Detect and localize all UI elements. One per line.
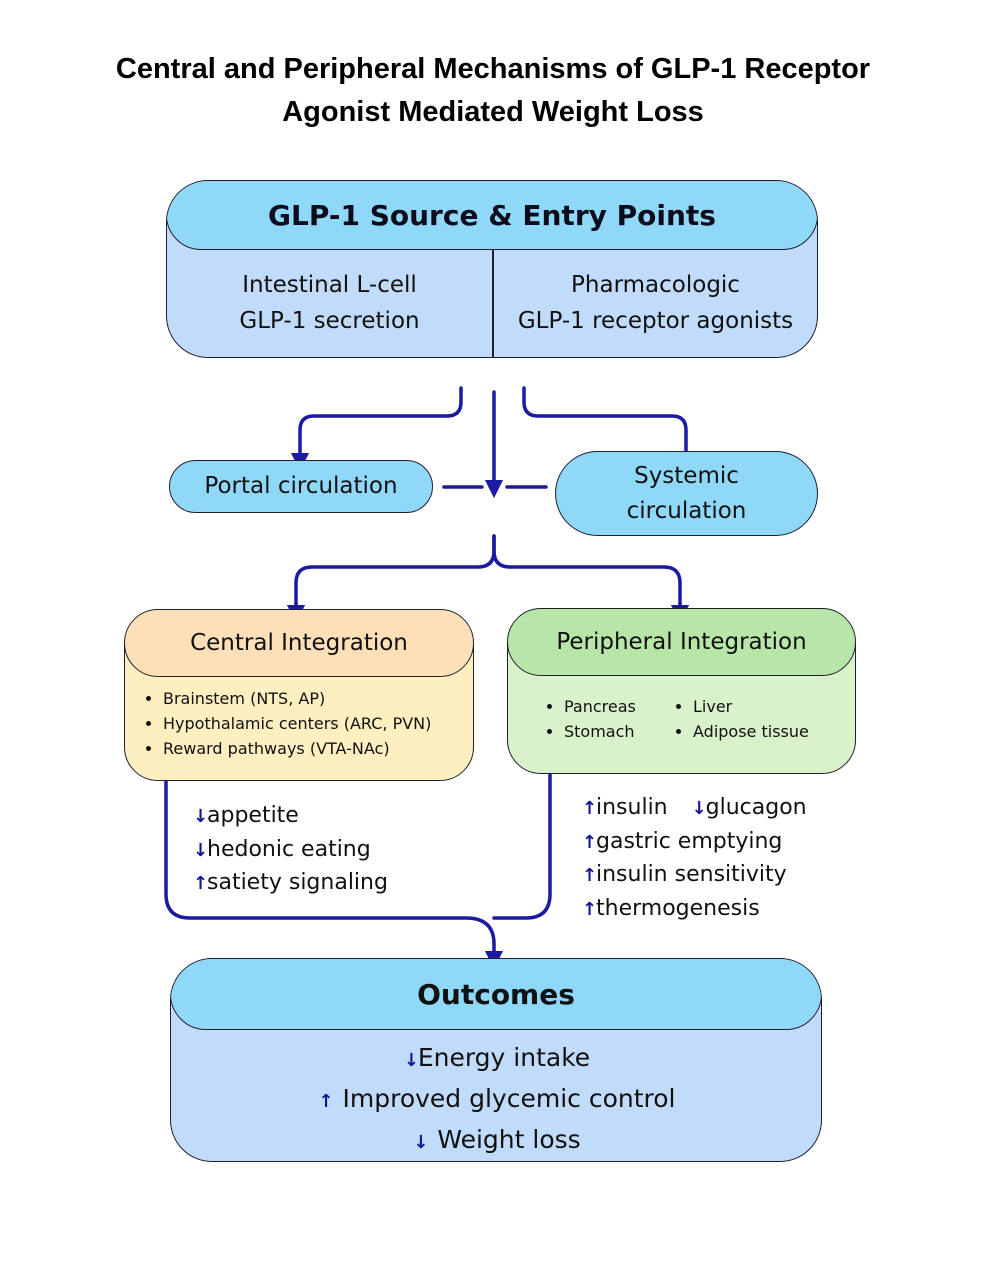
effect-text: insulin <box>596 795 668 820</box>
arrow-down-icon: ↓ <box>193 839 209 861</box>
systemic-circulation-node: Systemic circulation <box>555 451 818 536</box>
outcome-text: Weight loss <box>437 1125 581 1154</box>
diagram-title: Central and Peripheral Mechanisms of GLP… <box>0 48 986 134</box>
central-to-outcomes <box>164 780 504 970</box>
effect-item: ↓appetite <box>193 800 388 834</box>
list-item: Reward pathways (VTA-NAc) <box>163 736 431 761</box>
effect-text: appetite <box>207 803 299 828</box>
list-item: Pancreas <box>564 694 636 719</box>
effect-text: gastric emptying <box>596 828 783 854</box>
portal-label: Portal circulation <box>204 473 398 499</box>
outcome-item: ↓ Weight loss <box>171 1121 821 1161</box>
effect-text: satiety signaling <box>207 870 388 895</box>
effect-item: ↑gastric emptying <box>582 826 807 860</box>
source-pharmacologic: Pharmacologic GLP-1 receptor agonists <box>494 249 817 357</box>
source-left-line-2: GLP-1 secretion <box>239 308 420 334</box>
arrow-up-icon: ↑ <box>582 831 598 853</box>
effect-text: thermogenesis <box>596 895 760 921</box>
effect-item: ↑insulin sensitivity <box>582 859 807 893</box>
list-item: Stomach <box>564 719 636 744</box>
peripheral-to-outcomes <box>492 773 552 920</box>
effect-text: insulin sensitivity <box>596 862 787 887</box>
systemic-line-1: Systemic <box>634 462 739 489</box>
arrow-up-icon: ↑ <box>193 873 209 894</box>
source-box: GLP-1 Source & Entry Points Intestinal L… <box>166 180 818 358</box>
source-heading: GLP-1 Source & Entry Points <box>167 181 817 250</box>
outcomes-box: Outcomes ↓Energy intake ↑Improved glycem… <box>170 958 822 1162</box>
title-line-2: Agonist Mediated Weight Loss <box>282 96 704 128</box>
effect-text: glucagon <box>705 795 807 820</box>
effect-text: hedonic eating <box>207 836 371 862</box>
effect-item: ↑thermogenesis <box>582 893 807 927</box>
peripheral-list-col-2: Liver Adipose tissue <box>675 694 809 744</box>
effect-item: ↑satiety signaling <box>193 867 388 901</box>
arrow-up-icon: ↑ <box>582 798 598 819</box>
arrow-up-icon: ↑ <box>582 865 598 886</box>
portal-circulation-node: Portal circulation <box>169 460 433 513</box>
peripheral-heading: Peripheral Integration <box>508 609 855 676</box>
list-item: Liver <box>693 694 809 719</box>
arrow-up-icon: ↑ <box>582 898 598 920</box>
central-heading: Central Integration <box>125 610 473 677</box>
outcome-text: Energy intake <box>417 1043 591 1072</box>
effect-item: ↑insulin ↓glucagon <box>582 792 807 826</box>
arrow-to-systemic <box>522 386 696 472</box>
arrow-down-icon: ↓ <box>413 1132 429 1153</box>
outcome-item: ↓Energy intake <box>171 1039 821 1080</box>
source-right-line-1: Pharmacologic <box>571 272 740 298</box>
peripheral-integration-panel: Peripheral Integration Pancreas Stomach … <box>507 608 856 774</box>
arrow-down-icon: ↓ <box>403 1050 419 1071</box>
outcomes-list: ↓Energy intake ↑Improved glycemic contro… <box>171 1039 821 1161</box>
title-line-1: Central and Peripheral Mechanisms of GLP… <box>115 53 871 85</box>
peripheral-effects: ↑insulin↓glucagon ↑gastric emptying ↑ins… <box>582 792 807 926</box>
arrow-to-portal <box>290 386 463 472</box>
outcome-item: ↑ Improved glycemic control <box>171 1080 821 1121</box>
central-integration-panel: Central Integration Brainstem (NTS, AP) … <box>124 609 474 781</box>
outcomes-heading: Outcomes <box>171 959 821 1030</box>
systemic-line-2: circulation <box>626 497 747 524</box>
source-left-line-1: Intestinal L-cell <box>242 272 417 298</box>
source-right-line-2: GLP-1 receptor agonists <box>517 308 794 334</box>
effect-item: ↓hedonic eating <box>193 834 388 868</box>
outcome-text: Improved glycemic control <box>342 1084 676 1113</box>
peripheral-list-col-1: Pancreas Stomach <box>546 694 636 744</box>
list-item: Brainstem (NTS, AP) <box>163 686 431 711</box>
list-item: Adipose tissue <box>693 719 809 744</box>
list-item: Hypothalamic centers (ARC, PVN) <box>163 711 431 736</box>
source-divider <box>492 250 494 357</box>
central-list: Brainstem (NTS, AP) Hypothalamic centers… <box>145 686 431 761</box>
central-effects: ↓appetite ↓hedonic eating ↑satiety signa… <box>193 800 388 901</box>
source-intestinal: Intestinal L-cell GLP-1 secretion <box>167 249 492 357</box>
arrow-down-icon: ↓ <box>193 806 209 827</box>
arrow-up-icon: ↑ <box>318 1091 334 1112</box>
arrow-to-peripheral <box>492 534 690 624</box>
arrow-down-icon: ↓ <box>691 798 707 819</box>
arrow-to-central <box>286 534 496 624</box>
